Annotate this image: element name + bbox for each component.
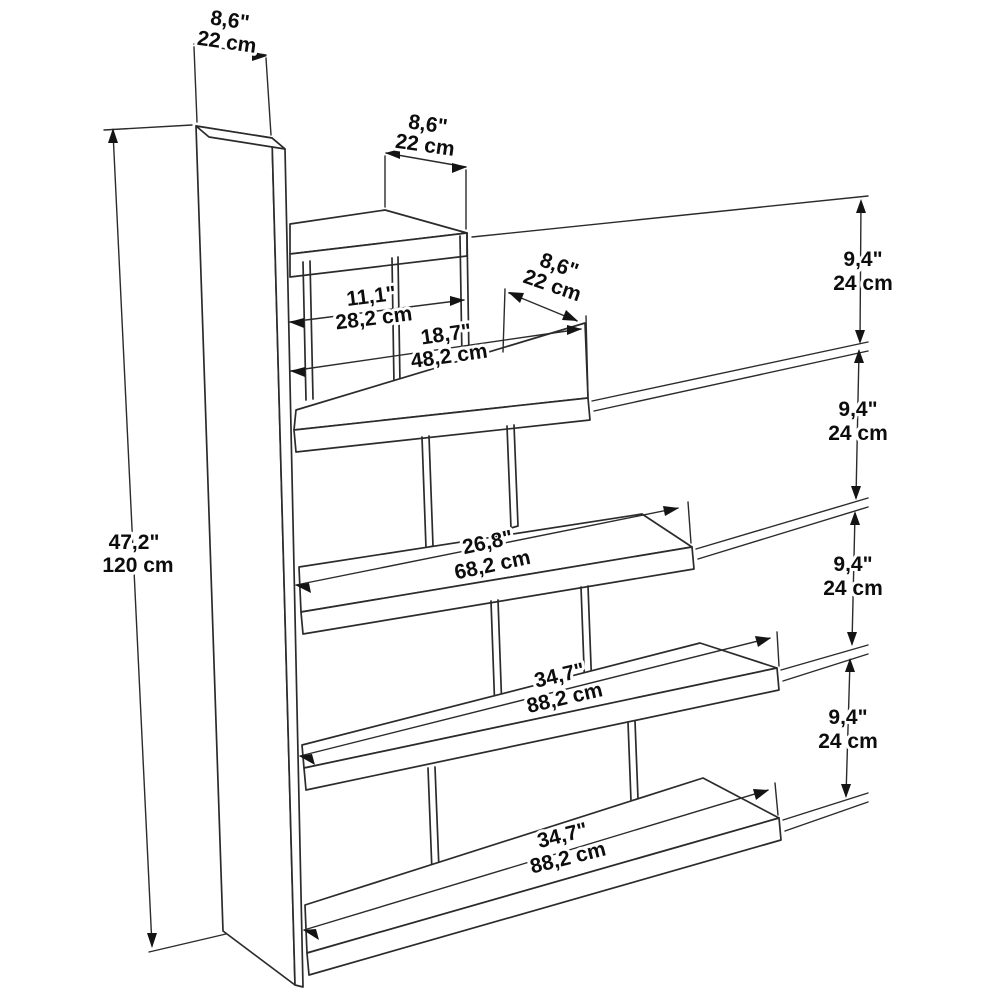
shelf-level-4 [301,642,869,791]
dim-level-gap-1-inches: 9,4" [843,248,882,271]
top-shelf-box [289,209,470,401]
dim-level-gap-1: 9,4" 24 cm [830,199,896,344]
dim-total-height-inches: 47,2" [109,531,160,554]
level1-extension-line [471,195,869,238]
dim-level-gap-2-cm: 24 cm [828,422,888,445]
shelf3-front-band [300,546,695,635]
level2-extension-lines [591,341,869,412]
dim-level-gap-3-inches: 9,4" [833,553,872,576]
dim-level-gap-4-inches: 9,4" [828,706,867,729]
shelf5-front-band [306,817,782,976]
dim-level-gap-4: 9,4" 24 cm [815,658,881,798]
side-panel [195,125,304,988]
box-left-wall [302,260,314,401]
level3-extension-lines [695,497,869,560]
dim-total-height: 47,2" 120 cm [99,124,227,953]
dim-top-shelf-depth: 8,6" 22 cm [384,107,467,230]
shelf4-front-band [303,667,780,791]
level5-extension-lines [782,792,869,832]
dim-level-gap-2-inches: 9,4" [838,398,877,421]
dim-level-gap-3: 9,4" 24 cm [820,511,886,646]
shelf-level-5 [304,777,869,976]
dim-level-gap-1-cm: 24 cm [833,272,893,295]
shelf-level-2 [293,322,869,453]
dim-level-gap-2: 9,4" 24 cm [825,349,891,500]
dim-top-shelf-length-cm: 28,2 cm [334,302,413,334]
dim-panel-depth-cm: 22 cm [196,27,258,58]
shelf2-front-band [293,397,591,453]
panel-top-face [195,125,286,150]
dim-total-height-cm: 120 cm [102,554,173,577]
dim-panel-depth: 8,6" 22 cm [193,3,272,136]
dim-level-gap-4-cm: 24 cm [818,730,878,753]
dim-level-gap-3-cm: 24 cm [823,577,883,600]
shelf-level-3 [298,497,869,635]
level4-extension-lines [780,644,869,682]
